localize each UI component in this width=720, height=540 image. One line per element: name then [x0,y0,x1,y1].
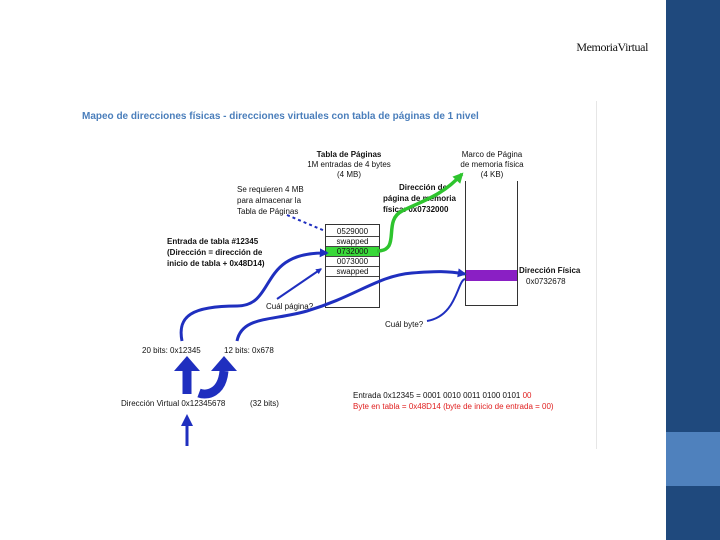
page-table: 0529000 swapped 0732000 0073000 swapped [325,224,380,308]
page-table-row: swapped [326,237,379,247]
offset-bits-label: 12 bits: 0x678 [224,346,274,355]
right-accent-block [666,432,720,486]
which-page-label: Cuál página? [266,302,314,311]
entry-note-3: inicio de tabla + 0x48D14) [167,259,265,268]
entry-binary-suffix: 00 [522,391,532,400]
virtual-address-arrow-head [181,414,193,426]
frame-pointer-arrow [376,172,464,253]
page-table-row: swapped [326,267,379,277]
virtual-address-bits: (32 bits) [250,399,279,408]
page-bits-arrow-head [174,356,200,371]
page-lookup-arrow [179,248,329,342]
frame-size: (4 KB) [480,170,504,179]
memory-frame [465,181,518,306]
physical-address-value: 0x0732678 [526,277,566,286]
offset-arrow [235,268,467,342]
frame-address-note-1: Dirección de [399,183,448,192]
frame-address-note-2: página de memoria [383,194,456,203]
byte-in-table-note: Byte en tabla = 0x48D14 (byte de inicio … [353,402,554,411]
requires-pointer-arrow [286,214,326,232]
offset-bits-arrow-head [211,356,237,371]
page-table-row-highlighted: 0732000 [326,247,379,257]
entry-binary-text: Entrada 0x12345 = 0001 0010 0011 0100 01… [353,391,523,400]
memory-frame-highlight [466,270,517,281]
page-bits-label: 20 bits: 0x12345 [142,346,201,355]
offset-bits-curved-arrow [197,370,229,399]
requires-note-1: Se requieren 4 MB [237,185,304,194]
figure-title: Mapeo de direcciones físicas - direccion… [82,111,479,122]
virtual-address-label: Dirección Virtual 0x12345678 [121,399,226,408]
page-table-title: Tabla de Páginas [316,150,382,159]
entry-binary: Entrada 0x12345 = 0001 0010 0011 0100 01… [353,391,531,401]
page-table-row: 0073000 [326,257,379,267]
frame-title-1: Marco de Página [461,150,523,159]
diagram-figure: Mapeo de direcciones físicas - direccion… [77,101,597,449]
which-page-pointer [276,268,322,300]
entry-note-1: Entrada de tabla #12345 [167,237,259,246]
slide-title: MemoriaVirtual [576,40,648,54]
which-byte-label: Cuál byte? [385,320,424,329]
frame-address-note-3: física: 0x0732000 [383,205,449,214]
frame-title-2: de memoria física [460,160,524,169]
page-table-size: (4 MB) [337,170,361,179]
which-byte-pointer [426,278,466,322]
page-table-row: 0529000 [326,227,379,237]
requires-note-2: para almacenar la [237,196,302,205]
arrows-layer [174,172,467,446]
entry-note-2: (Dirección = dirección de [167,248,263,257]
page-table-subtitle: 1M entradas de 4 bytes [307,160,391,169]
requires-note-3: Tabla de Páginas [237,207,299,216]
physical-address-label: Dirección Física [519,266,581,275]
